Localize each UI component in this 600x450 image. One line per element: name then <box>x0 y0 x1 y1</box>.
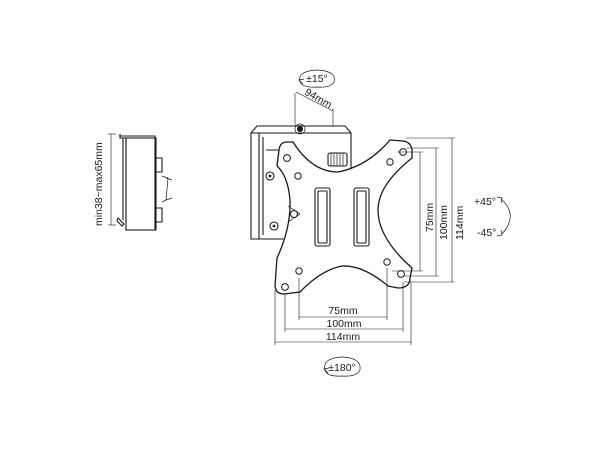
vesa-width-75-label: 75mm <box>328 305 357 317</box>
vesa-height-75-label: 75mm <box>424 203 436 232</box>
rotation-indicator: ±180° <box>323 356 361 377</box>
vesa-width-114-label: 114mm <box>326 331 360 343</box>
rotation-label: ±180° <box>328 362 355 374</box>
wall-range-label: min38~max65mm <box>93 142 105 226</box>
hole-114-tl <box>283 154 291 162</box>
hole-114-bl <box>281 283 289 291</box>
vesa-plate <box>265 139 413 295</box>
hole-100-tr <box>386 158 394 166</box>
hole-100-br <box>383 258 391 266</box>
vertical-dimensions: 75mm 100mm 114mm <box>392 137 466 283</box>
depth-dimension: 94mm <box>294 86 334 126</box>
swivel-down-label: -45° <box>477 227 496 239</box>
side-view-bracket: min38~max65mm <box>93 133 173 231</box>
swivel-up-label: +45° <box>474 196 496 208</box>
vesa-height-100-label: 100mm <box>438 205 450 240</box>
swivel-indicator: +45° -45° <box>474 196 511 239</box>
hole-114-br <box>397 270 405 278</box>
depth-label: 94mm <box>303 86 334 111</box>
tilt-label: ±15° <box>306 73 328 85</box>
vesa-height-114-label: 114mm <box>454 206 466 240</box>
hole-100-bl <box>295 267 303 275</box>
vesa-width-100-label: 100mm <box>326 318 361 330</box>
hole-100-tl <box>294 172 302 180</box>
horizontal-dimensions: 75mm 100mm 114mm <box>274 268 412 345</box>
tilt-indicator: ±15° <box>298 69 335 88</box>
